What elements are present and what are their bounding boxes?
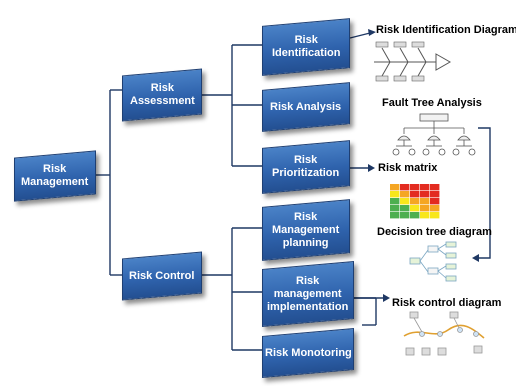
risk-prioritization-node: Risk Prioritization xyxy=(262,140,350,194)
risk-matrix-label: Risk matrix xyxy=(378,162,438,174)
matrix-cell xyxy=(420,212,430,219)
matrix-cell xyxy=(430,191,440,198)
matrix-cell xyxy=(420,184,430,191)
matrix-cell xyxy=(410,198,420,205)
control-diagram-label: Risk control diagram xyxy=(392,297,502,309)
matrix-cell xyxy=(430,198,440,205)
matrix-cell xyxy=(410,191,420,198)
risk-management-planning-node: Risk Management planning xyxy=(262,199,350,261)
identification-diagram-label: Risk Identification Diagram xyxy=(376,24,516,36)
matrix-cell xyxy=(390,184,400,191)
risk-assessment-node: Risk Assessment xyxy=(122,68,202,122)
matrix-cell xyxy=(390,191,400,198)
risk-management-node: Risk Management xyxy=(14,150,96,202)
risk-prioritization-label: Risk Prioritization xyxy=(272,154,340,180)
risk-analysis-node: Risk Analysis xyxy=(262,82,350,132)
risk-monitoring-label: Risk Monotoring xyxy=(264,346,352,359)
matrix-cell xyxy=(420,191,430,198)
matrix-cell xyxy=(410,184,420,191)
matrix-cell xyxy=(400,198,410,205)
risk-assessment-label: Risk Assessment xyxy=(129,82,195,108)
matrix-cell xyxy=(390,212,400,219)
fishbone-diagram-thumbnail xyxy=(374,41,452,82)
matrix-cell xyxy=(420,198,430,205)
decision-tree-thumbnail xyxy=(409,241,457,282)
risk-control-node: Risk Control xyxy=(122,251,202,301)
matrix-cell xyxy=(410,205,420,212)
matrix-cell xyxy=(390,198,400,205)
matrix-cell xyxy=(420,205,430,212)
matrix-cell xyxy=(430,184,440,191)
matrix-cell xyxy=(400,212,410,219)
risk-management-planning-label: Risk Management planning xyxy=(272,210,340,249)
risk-management-implementation-node: Risk management implementation xyxy=(262,260,354,328)
matrix-cell xyxy=(410,212,420,219)
risk-control-diagram-thumbnail xyxy=(403,311,485,356)
risk-management-label: Risk Management xyxy=(21,163,89,188)
risk-monitoring-node: Risk Monotoring xyxy=(262,327,354,379)
risk-matrix-thumbnail xyxy=(380,178,442,220)
matrix-cell xyxy=(430,205,440,212)
decision-tree-label: Decision tree diagram xyxy=(377,226,492,238)
risk-management-implementation-label: Risk management implementation xyxy=(267,274,349,313)
matrix-cell xyxy=(390,205,400,212)
matrix-cell xyxy=(430,212,440,219)
risk-identification-node: Risk Identification xyxy=(262,18,350,76)
risk-control-label: Risk Control xyxy=(129,269,195,282)
risk-identification-label: Risk Identification xyxy=(271,34,341,60)
risk-analysis-label: Risk Analysis xyxy=(270,100,342,113)
fault-tree-label: Fault Tree Analysis xyxy=(382,97,482,109)
matrix-cell xyxy=(400,184,410,191)
fault-tree-thumbnail xyxy=(392,113,476,156)
matrix-cell xyxy=(400,191,410,198)
matrix-cell xyxy=(400,205,410,212)
